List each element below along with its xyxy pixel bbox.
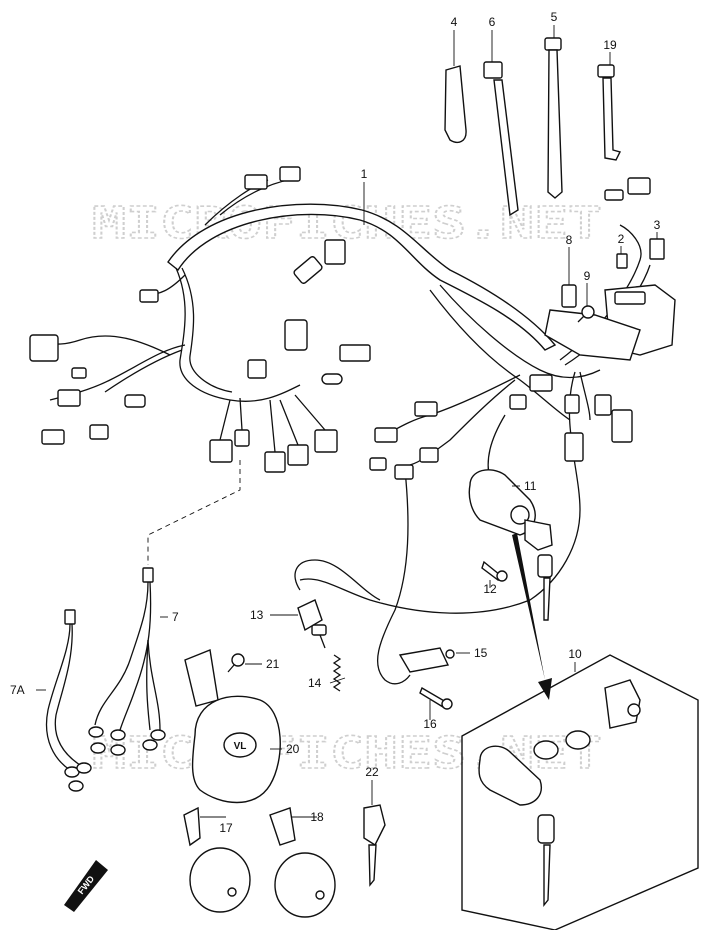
callout-7a: 7A (10, 683, 25, 697)
horn-cover[interactable]: VL (184, 649, 281, 804)
bolt-16[interactable] (419, 686, 453, 710)
callout-18: 18 (310, 810, 324, 824)
callout-14: 14 (308, 676, 322, 690)
switch-15[interactable] (398, 647, 455, 673)
callout-19: 19 (603, 38, 617, 52)
callout-1: 1 (361, 167, 368, 181)
lock-set-box[interactable] (461, 654, 699, 930)
callout-17: 17 (219, 821, 233, 835)
callout-16: 16 (423, 717, 437, 731)
callout-6: 6 (489, 15, 496, 29)
callout-4: 4 (451, 15, 458, 29)
sub-harness-7[interactable] (88, 567, 166, 756)
fuse-box[interactable] (544, 284, 676, 361)
bracket[interactable] (561, 284, 577, 308)
callout-8: 8 (566, 233, 573, 247)
clamp-19[interactable] (597, 64, 622, 161)
spring[interactable] (332, 654, 342, 692)
clamp-6[interactable] (483, 61, 519, 217)
callout-5: 5 (551, 10, 558, 24)
horn-18[interactable] (269, 807, 336, 918)
callout-12: 12 (483, 582, 497, 596)
callout-10: 10 (568, 647, 582, 661)
callout-2: 2 (618, 232, 625, 246)
fuse-2[interactable] (616, 253, 628, 269)
bolt-21[interactable] (227, 653, 245, 673)
callout-20: 20 (286, 742, 300, 756)
clamp-5[interactable] (544, 37, 563, 199)
bolt-12[interactable] (481, 560, 508, 582)
ignition-switch[interactable] (468, 469, 553, 621)
callout-3: 3 (654, 218, 661, 232)
callout-11: 11 (524, 479, 537, 493)
horn-badge: VL (234, 741, 247, 752)
horn-17[interactable] (183, 806, 251, 913)
callout-7: 7 (172, 610, 179, 624)
fuse-3[interactable] (649, 238, 665, 260)
callout-13: 13 (250, 608, 264, 622)
callout-15: 15 (474, 646, 488, 660)
leader-lines (36, 25, 658, 818)
clamp-4[interactable] (444, 65, 467, 143)
sub-harness-7a[interactable] (45, 609, 92, 792)
rear-brake-switch[interactable] (297, 599, 327, 649)
key-blank[interactable] (363, 804, 386, 887)
callout-22: 22 (365, 765, 379, 779)
callouts: 1 2 3 4 5 6 7 7A 8 9 10 11 12 13 14 15 1… (10, 10, 661, 835)
main-wiring-harness[interactable] (29, 166, 651, 685)
pointer-arrow (512, 533, 552, 700)
screw[interactable] (577, 305, 595, 323)
callout-21: 21 (266, 657, 280, 671)
watermark-top: MICROFICHES.NET (92, 198, 602, 249)
callout-9: 9 (584, 269, 591, 283)
fwd-arrow: FWD (64, 860, 108, 912)
